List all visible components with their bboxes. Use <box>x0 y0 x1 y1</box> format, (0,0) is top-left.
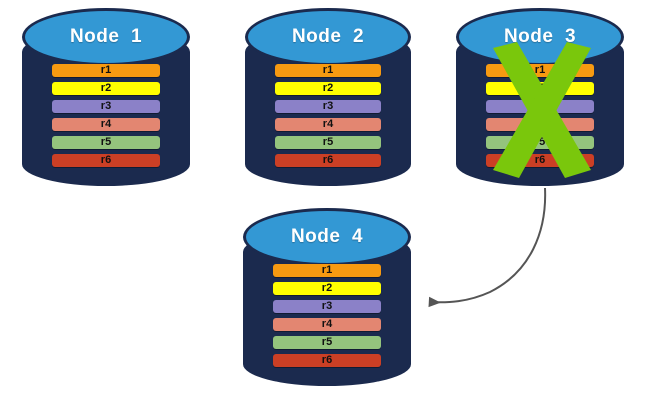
node-3-cylinder[interactable]: Node 3 r1 r2 r3 r4 r5 r6 <box>456 8 624 186</box>
node-1-cylinder[interactable]: Node 1 r1 r2 r3 r4 r5 r6 <box>22 8 190 186</box>
node-2-record-r4[interactable]: r4 <box>275 118 381 131</box>
node-4-top-disc <box>243 208 411 266</box>
node-1-records: r1 r2 r3 r4 r5 r6 <box>52 64 160 167</box>
node-2-record-r5[interactable]: r5 <box>275 136 381 149</box>
node-3-records: r1 r2 r3 r4 r5 r6 <box>486 64 594 167</box>
node-2-top-disc <box>245 8 411 66</box>
node-4-record-r3[interactable]: r3 <box>273 300 381 313</box>
node-4-records: r1 r2 r3 r4 r5 r6 <box>273 264 381 367</box>
node-3-record-r6[interactable]: r6 <box>486 154 594 167</box>
node-3-record-r4[interactable]: r4 <box>486 118 594 131</box>
node-1-record-r5[interactable]: r5 <box>52 136 160 149</box>
node-3-record-r5[interactable]: r5 <box>486 136 594 149</box>
node-2-record-r1[interactable]: r1 <box>275 64 381 77</box>
node-4-record-r1[interactable]: r1 <box>273 264 381 277</box>
node-4-record-r6[interactable]: r6 <box>273 354 381 367</box>
node-2-cylinder[interactable]: Node 2 r1 r2 r3 r4 r5 r6 <box>245 8 411 186</box>
node-4-label: Node 4 <box>290 226 364 247</box>
node-3-record-r1[interactable]: r1 <box>486 64 594 77</box>
node-4-record-r4[interactable]: r4 <box>273 318 381 331</box>
node-1-record-r2[interactable]: r2 <box>52 82 160 95</box>
node-1-top-disc <box>22 8 190 66</box>
node-4-record-r5[interactable]: r5 <box>273 336 381 349</box>
node-3-label: Node 3 <box>503 26 577 47</box>
node-1-record-r3[interactable]: r3 <box>52 100 160 113</box>
node-2-record-r6[interactable]: r6 <box>275 154 381 167</box>
node-2-record-r2[interactable]: r2 <box>275 82 381 95</box>
node-4-cylinder[interactable]: Node 4 r1 r2 r3 r4 r5 r6 <box>243 208 411 386</box>
node-3-record-r2[interactable]: r2 <box>486 82 594 95</box>
node-1-record-r4[interactable]: r4 <box>52 118 160 131</box>
node-1-record-r1[interactable]: r1 <box>52 64 160 77</box>
node-3-record-r3[interactable]: r3 <box>486 100 594 113</box>
node-2-record-r3[interactable]: r3 <box>275 100 381 113</box>
node-2-label: Node 2 <box>291 26 365 47</box>
node-2-records: r1 r2 r3 r4 r5 r6 <box>275 64 381 167</box>
node-1-record-r6[interactable]: r6 <box>52 154 160 167</box>
node-4-record-r2[interactable]: r2 <box>273 282 381 295</box>
node-1-label: Node 1 <box>69 26 143 47</box>
